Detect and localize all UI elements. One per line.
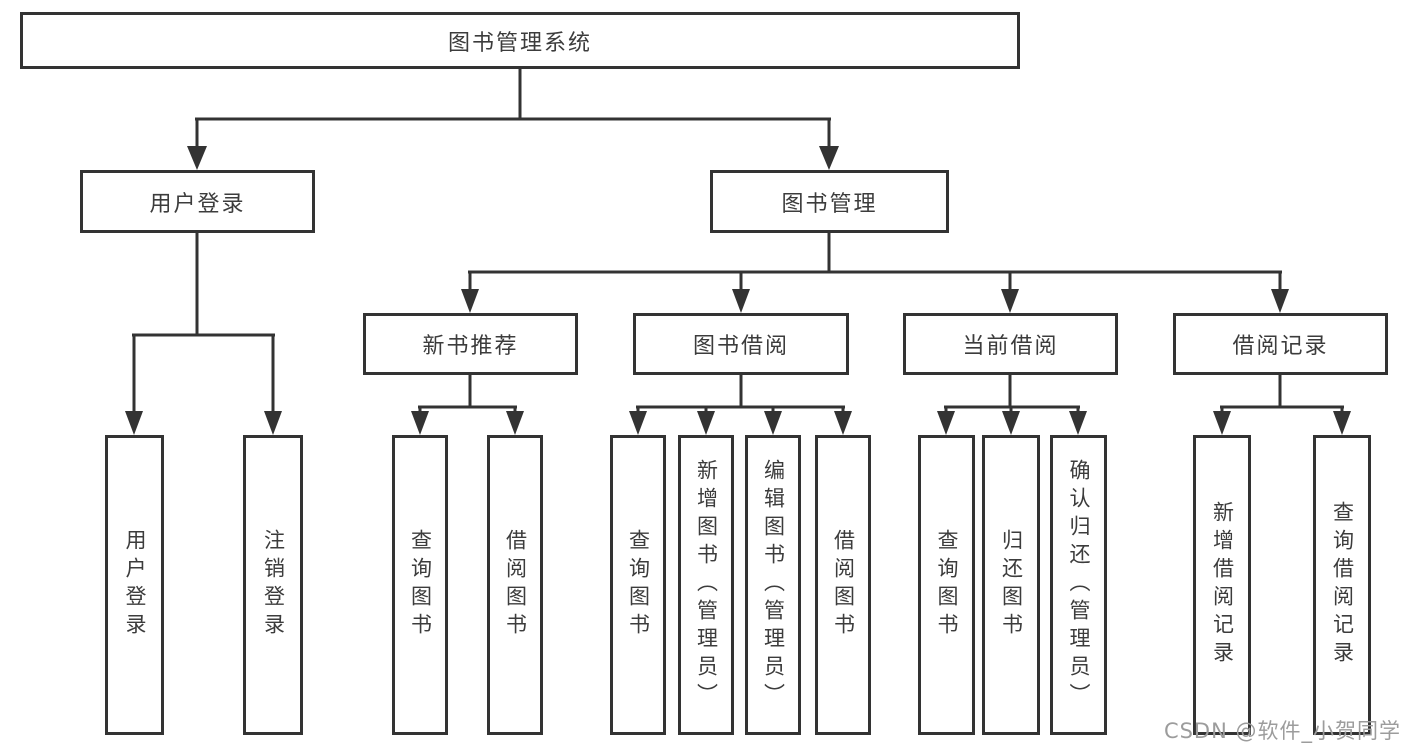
- node-label: 新书推荐: [422, 334, 519, 359]
- node-label: 归还图书: [999, 529, 1024, 641]
- node-label: 借阅图书: [503, 529, 528, 641]
- arrowhead-icon: [697, 411, 715, 435]
- leaf-return-books: 归还图书: [982, 435, 1040, 735]
- node-book-management: 图书管理: [710, 170, 949, 233]
- node-label: 用户登录: [149, 191, 246, 217]
- arrowhead-icon: [125, 411, 143, 435]
- connector-new-book-recommend-to-leaves: [411, 375, 524, 435]
- leaf-add-borrow-record: 新增借阅记录: [1193, 435, 1251, 735]
- arrowhead-icon: [506, 411, 524, 435]
- arrowhead-icon: [1213, 411, 1231, 435]
- leaf-confirm-return-admin: 确认归还（管理员）: [1050, 435, 1107, 735]
- node-label: 查询图书: [626, 529, 651, 641]
- node-library-management-system: 图书管理系统: [20, 12, 1020, 69]
- arrowhead-icon: [1002, 411, 1020, 435]
- node-label: 查询借阅记录: [1330, 501, 1355, 669]
- node-borrow-records: 借阅记录: [1173, 313, 1388, 375]
- leaf-query-books-current: 查询图书: [918, 435, 975, 735]
- csdn-watermark: CSDN @软件_小贺同学: [1163, 719, 1401, 743]
- node-current-borrow: 当前借阅: [903, 313, 1118, 375]
- leaf-borrow-books: 借阅图书: [815, 435, 871, 735]
- leaf-user-login: 用户登录: [105, 435, 164, 735]
- leaf-query-books-recommend: 查询图书: [392, 435, 448, 735]
- leaf-logout: 注销登录: [243, 435, 303, 735]
- node-label: 借阅记录: [1232, 334, 1329, 359]
- arrowhead-icon: [937, 411, 955, 435]
- node-label: 查询图书: [408, 529, 433, 641]
- arrowhead-icon: [764, 411, 782, 435]
- leaf-query-books-borrow: 查询图书: [610, 435, 666, 735]
- connector-user-login-to-leaves: [125, 233, 282, 435]
- arrowhead-icon: [187, 146, 207, 170]
- leaf-edit-book-admin: 编辑图书（管理员）: [745, 435, 801, 735]
- node-label: 用户登录: [123, 529, 147, 641]
- connector-book-borrow-to-leaves: [629, 375, 852, 435]
- connector-book-mgmt-to-level3: [461, 233, 1289, 313]
- arrowhead-icon: [834, 411, 852, 435]
- node-label: 图书管理系统: [447, 30, 592, 56]
- node-label: 确认归还（管理员）: [1067, 459, 1091, 711]
- node-label: 新增借阅记录: [1210, 501, 1235, 669]
- connector-current-borrow-to-leaves: [937, 375, 1087, 435]
- arrowhead-icon: [461, 289, 479, 313]
- arrowhead-icon: [1333, 411, 1351, 435]
- node-label: 编辑图书（管理员）: [761, 459, 786, 711]
- arrowhead-icon: [411, 411, 429, 435]
- node-label: 图书借阅: [692, 334, 789, 359]
- connector-borrow-records-to-leaves: [1213, 375, 1351, 435]
- arrowhead-icon: [264, 411, 282, 435]
- node-label: 注销登录: [261, 529, 286, 641]
- node-book-borrow: 图书借阅: [633, 313, 849, 375]
- leaf-add-book-admin: 新增图书（管理员）: [678, 435, 734, 735]
- node-label: 查询图书: [935, 529, 959, 641]
- connector-root-to-level2: [187, 69, 839, 170]
- node-user-login: 用户登录: [80, 170, 315, 233]
- node-label: 当前借阅: [962, 334, 1059, 359]
- leaf-borrow-books-recommend: 借阅图书: [487, 435, 543, 735]
- node-label: 图书管理: [781, 191, 878, 217]
- node-label: 新增图书（管理员）: [694, 459, 719, 711]
- arrowhead-icon: [819, 146, 839, 170]
- node-new-book-recommend: 新书推荐: [363, 313, 578, 375]
- arrowhead-icon: [732, 289, 750, 313]
- arrowhead-icon: [1001, 289, 1019, 313]
- node-label: 借阅图书: [831, 529, 856, 641]
- arrowhead-icon: [1069, 411, 1087, 435]
- arrowhead-icon: [629, 411, 647, 435]
- arrowhead-icon: [1271, 289, 1289, 313]
- leaf-query-borrow-record: 查询借阅记录: [1313, 435, 1371, 735]
